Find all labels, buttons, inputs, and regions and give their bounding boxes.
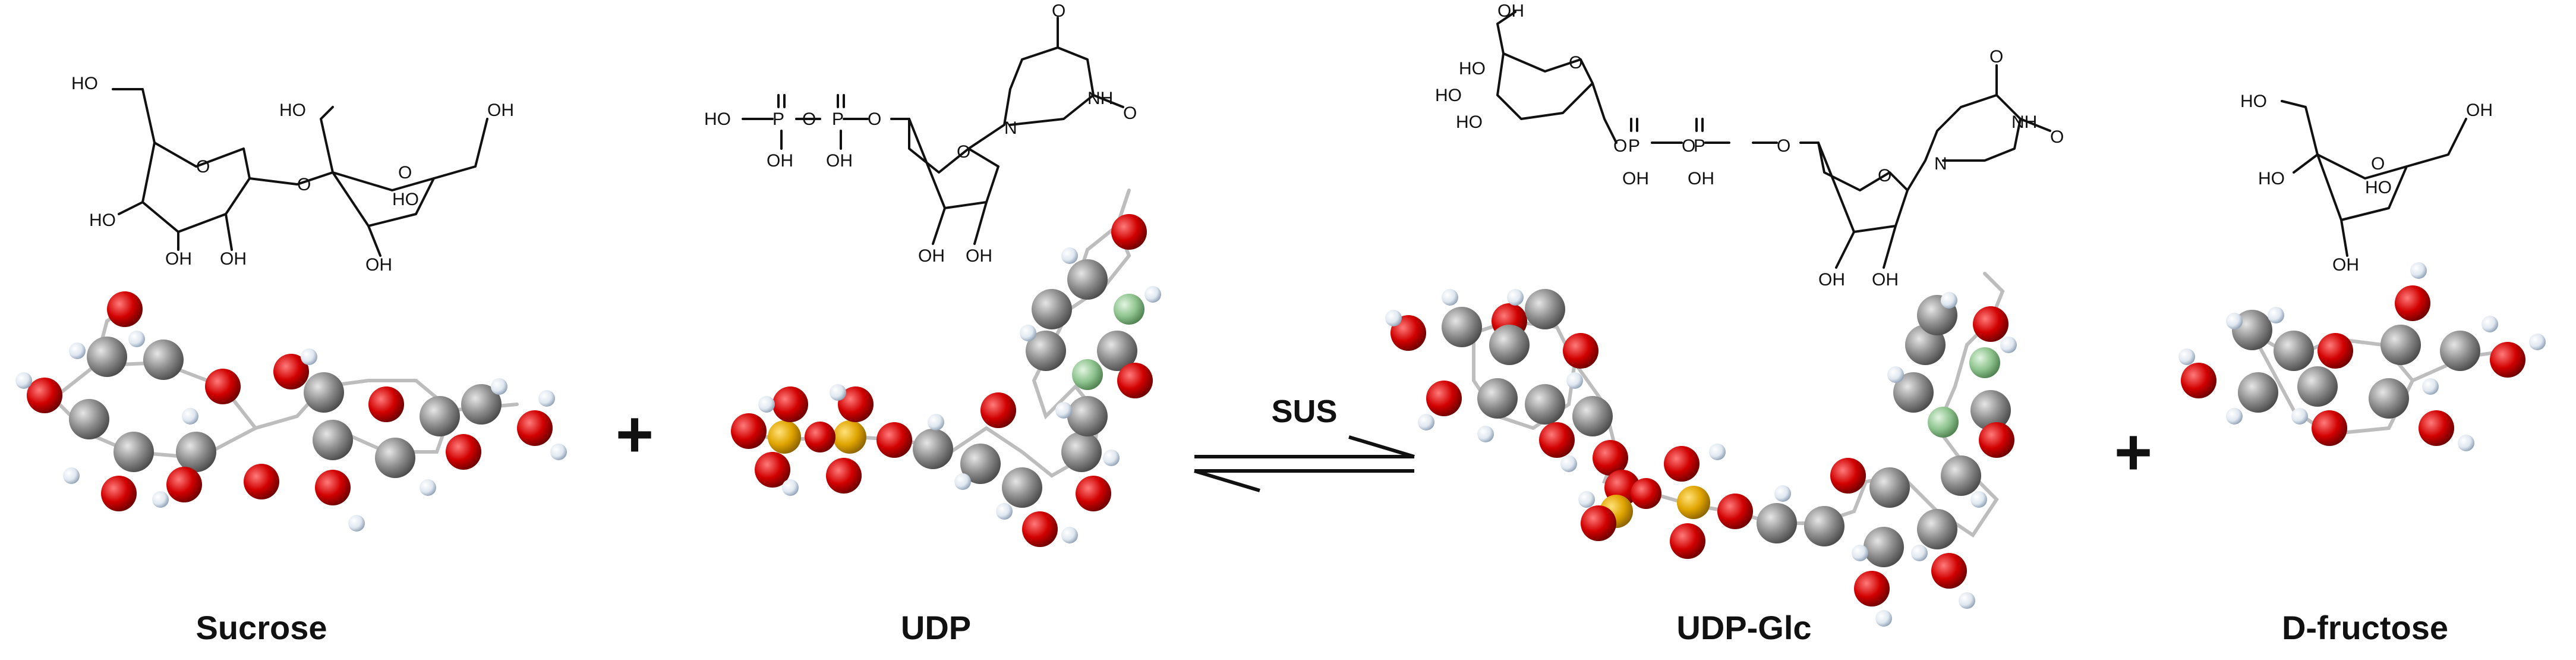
udpglc-p-label: P [1694, 136, 1705, 156]
sucrose-oh-label: OH [220, 249, 247, 269]
fructose-oh-label: HO [2258, 169, 2285, 188]
sucrose-oh-label: HO [279, 100, 306, 120]
udp-p-label: P [773, 109, 784, 129]
sucrose-oh-label: OH [487, 100, 514, 120]
udp-o-label: O [957, 142, 970, 162]
udpglc-oh-label: OH [1622, 169, 1649, 188]
udp-p-label: P [832, 109, 844, 129]
udp-o-label: O [868, 109, 881, 129]
udpglc-nh-label: NH [2011, 112, 2037, 132]
udp-o-label: O [802, 109, 816, 129]
sucrose-oh-label: HO [89, 210, 116, 230]
fructose-oh-label: OH [2332, 255, 2359, 275]
udpglc-n-label: N [1934, 154, 1947, 174]
sucrose-ring-o: O [196, 157, 210, 177]
udpglc-oh-label: OH [1497, 1, 1524, 21]
equilibrium-arrow: SUS [1194, 394, 1415, 492]
udp-o-label: O [1123, 103, 1137, 123]
fructose-oh-label: OH [2466, 100, 2493, 120]
sucrose-glycosidic-o: O [297, 175, 311, 194]
udp-nh-label: NH [1087, 89, 1113, 108]
udpglc-oh-label: HO [1456, 112, 1483, 132]
udpglc-o-label: O [1878, 166, 1891, 186]
sucrose-oh-label: OH [365, 255, 392, 275]
udpglc-o-label: O [1613, 136, 1627, 156]
fructose-structure: HO HO O HO OH OH [2240, 92, 2493, 275]
sucrose-oh-label: OH [165, 249, 192, 269]
udp-glc-3d-model [1385, 272, 2017, 627]
udpglc-p-label: P [1628, 136, 1640, 156]
udpglc-o-label: O [1682, 136, 1695, 156]
udp-n-label: N [1004, 118, 1017, 138]
sucrose-fru-o: O [398, 163, 412, 183]
udp-oh-label: OH [966, 246, 992, 266]
sucrose-oh-label: HO [392, 190, 419, 209]
udp-structure: HO P O P O OH OH O OH OH N NH O O [704, 1, 1137, 266]
udp-oh-label: OH [918, 246, 945, 266]
udp-oh-label: OH [826, 151, 853, 171]
enzyme-label: SUS [1271, 394, 1337, 429]
udpglc-o-label: O [1777, 136, 1790, 156]
udpglc-o-label: O [1989, 47, 2003, 67]
udpglc-oh-label: OH [1818, 270, 1845, 290]
fructose-oh-label: HO [2240, 92, 2267, 111]
udpglc-o-label: O [2050, 127, 2064, 147]
udpglc-oh-label: OH [1688, 169, 1714, 188]
udp-oh-label: OH [767, 151, 793, 171]
udp-glc-caption: UDP-Glc [1676, 609, 1811, 646]
udpglc-o-label: O [1569, 53, 1582, 73]
udpglc-oh-label: HO [1435, 86, 1462, 105]
plus-sign: + [2114, 416, 2152, 489]
udp-3d-model [731, 188, 1161, 547]
sucrose-oh-label: HO [71, 74, 98, 93]
d-fructose-caption: D-fructose [2282, 609, 2448, 646]
udpglc-oh-label: HO [1459, 59, 1486, 78]
fructose-oh-label: HO [2365, 178, 2392, 197]
fructose-o-label: O [2371, 154, 2385, 174]
sucrose-caption: Sucrose [196, 609, 327, 646]
plus-sign: + [616, 398, 654, 471]
udp-glc-structure: HO HO HO OH O O P O P O OH OH O OH OH N … [1435, 1, 2064, 290]
udpglc-oh-label: OH [1872, 270, 1899, 290]
sucrose-structure: HO O HO OH OH O HO O HO OH OH [71, 74, 514, 275]
udp-o-label: O [1052, 1, 1065, 21]
fructose-3d-model [2178, 262, 2546, 451]
sucrose-3d-model [15, 291, 567, 532]
udp-oh-label: HO [704, 109, 731, 129]
udp-caption: UDP [901, 609, 971, 646]
